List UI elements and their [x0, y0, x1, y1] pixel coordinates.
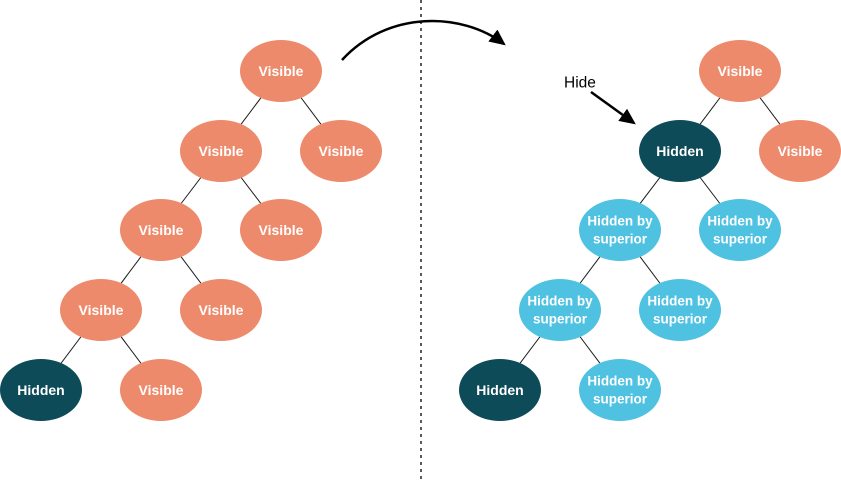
tree-node-visible	[180, 279, 262, 341]
transition-curved-arrow	[341, 19, 506, 61]
tree-node-visible	[240, 199, 322, 261]
tree-node-label: Visible	[718, 63, 763, 79]
tree-node-visible	[759, 120, 841, 182]
tree-node-hidden_by_superior	[579, 199, 661, 261]
hide-pointer-arrow	[590, 90, 636, 125]
tree-node-visible	[60, 279, 142, 341]
tree-node-hidden_by_superior	[519, 279, 601, 341]
tree-node-label: Hidden	[656, 143, 703, 159]
tree-node-visible	[180, 120, 262, 182]
tree-node-label: Visible	[199, 302, 244, 318]
tree-node-visible	[240, 40, 322, 102]
tree-node-hidden	[0, 359, 82, 421]
tree-node-hidden	[459, 359, 541, 421]
tree-node-label: Visible	[259, 222, 304, 238]
tree-node-label: Visible	[139, 382, 184, 398]
tree-node-visible	[120, 199, 202, 261]
hide-annotation-label: Hide	[564, 75, 596, 92]
tree-node-visible	[120, 359, 202, 421]
tree-node-label: Visible	[199, 143, 244, 159]
tree-node-hidden	[639, 120, 721, 182]
tree-node-label: Visible	[259, 63, 304, 79]
tree-node-label: Visible	[319, 143, 364, 159]
tree-node-label: Visible	[79, 302, 124, 318]
tree-node-label: Visible	[778, 143, 823, 159]
tree-node-hidden_by_superior	[699, 199, 781, 261]
tree-node-hidden_by_superior	[579, 359, 661, 421]
tree-node-label: Hidden	[17, 382, 64, 398]
tree-node-hidden_by_superior	[639, 279, 721, 341]
tree-node-visible	[300, 120, 382, 182]
tree-node-label: Hidden	[476, 382, 523, 398]
tree-node-visible	[699, 40, 781, 102]
tree-node-label: Visible	[139, 222, 184, 238]
